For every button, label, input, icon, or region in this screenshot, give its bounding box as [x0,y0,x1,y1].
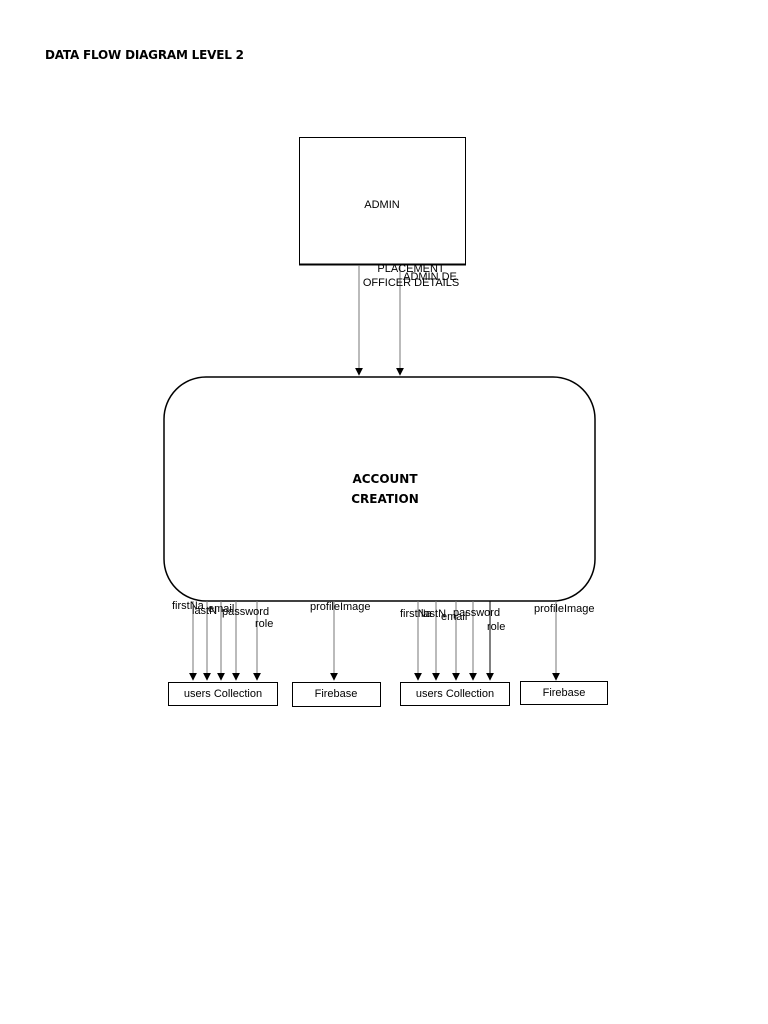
flow2-password-label: password [453,607,500,619]
store-users-collection-2-label: users Collection [416,688,494,700]
flow-admin-details-label: ADMIN DE [403,271,457,283]
flow1-lastname-label: lastN [192,605,217,617]
admin-entity-box [299,137,466,265]
store-firebase-2-label: Firebase [543,687,586,699]
store-firebase-2 [520,681,608,705]
store-firebase-1-label: Firebase [315,688,358,700]
process-label-line1: ACCOUNT [352,472,418,486]
flow1-email-label: email [208,603,234,615]
flow2-firstname-label: firstNa [400,608,433,620]
flow1-password-label: password [222,606,269,618]
flow1-firstname-label: firstNa [172,600,205,612]
process-label-line2: CREATION [351,492,419,506]
flow2-profile-label: profileImage [534,603,595,615]
page-title: DATA FLOW DIAGRAM LEVEL 2 [45,48,244,62]
flow1-profile-label: profileImage [310,601,371,613]
admin-entity-label: ADMIN [364,199,400,211]
store-firebase-1 [292,682,381,707]
flow-placement-officer-label-line1: PLACEMENT [377,263,445,275]
account-creation-process [163,376,596,602]
flow-placement-officer-label-line2: OFFICER DETAILS [363,277,459,289]
store-users-collection-2 [400,682,510,706]
flow2-role-label: role [487,621,505,633]
store-users-collection-1 [168,682,278,706]
flow2-email-label: email [441,611,467,623]
flow1-role-label: role [255,618,273,630]
store-users-collection-1-label: users Collection [184,688,262,700]
flow2-lastname-label: lastN [421,608,446,620]
